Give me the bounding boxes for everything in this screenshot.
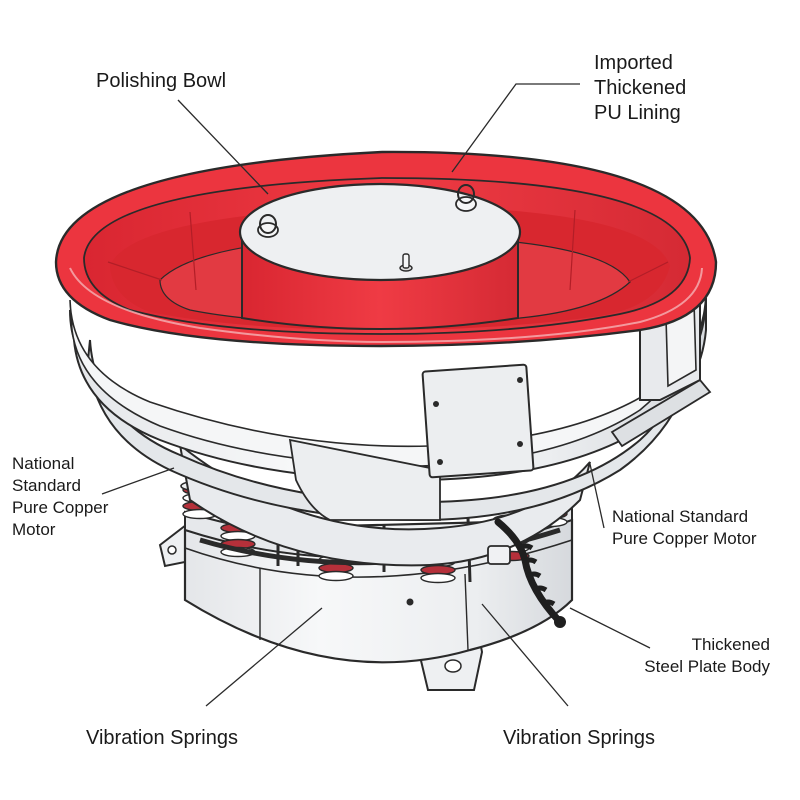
center-pin (399, 253, 413, 272)
label-pu-lining: Imported Thickened PU Lining (594, 52, 687, 124)
label-polishing-bowl: Polishing Bowl (96, 70, 227, 92)
label-motor-left: National Standard Pure Copper Motor (12, 454, 109, 539)
motor-housing (178, 442, 591, 567)
motor-cable (487, 518, 566, 628)
leader-pu-lining (451, 83, 580, 173)
center-cap (238, 182, 522, 282)
eye-bolt-left (257, 214, 279, 238)
leader-springs-left (205, 607, 323, 707)
label-springs-right: Vibration Springs (503, 727, 655, 749)
leader-lines (101, 83, 651, 707)
leader-polishing-bowl (177, 99, 269, 195)
center-column (238, 182, 522, 330)
label-springs-left: Vibration Springs (86, 727, 238, 749)
label-steel-plate-body: Thickened Steel Plate Body (644, 635, 770, 676)
label-motor-right: National Standard Pure Copper Motor (612, 507, 757, 548)
leader-springs-right (481, 603, 569, 707)
eye-bolt-right (455, 184, 477, 212)
leader-motor-right (589, 463, 605, 529)
leader-motor-left (101, 467, 175, 495)
leader-steel-body (569, 607, 651, 649)
access-plate (421, 363, 535, 479)
